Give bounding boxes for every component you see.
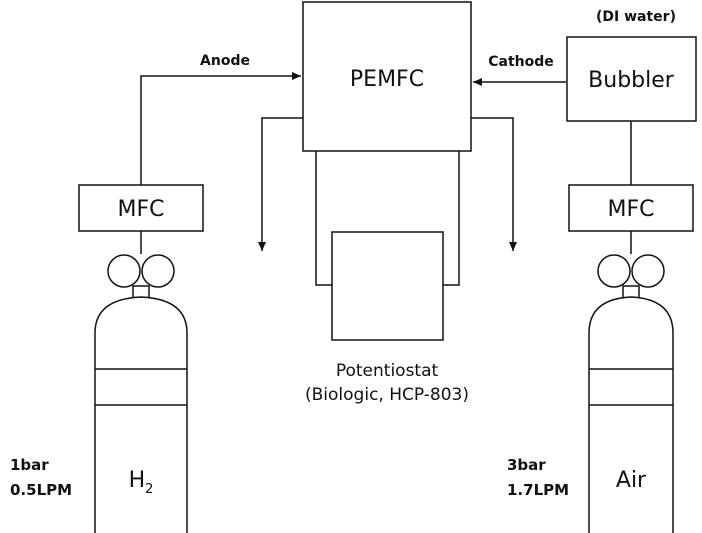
anode-outlet-arrow <box>258 117 303 251</box>
potentiostat-name: Potentiostat <box>336 361 439 381</box>
right-gas-cylinder-icon <box>588 254 674 533</box>
cathode-outlet-arrow <box>471 117 517 251</box>
potentiostat-model: (Biologic, HCP-803) <box>305 385 469 405</box>
right-cylinder-gas-label: Air <box>616 468 647 493</box>
potentiostat-left-lead <box>315 151 332 286</box>
left-mfc-label: MFC <box>118 197 165 222</box>
right-mfc-label: MFC <box>608 197 655 222</box>
bubbler-label: Bubbler <box>588 68 675 93</box>
anode-line <box>140 72 301 185</box>
potentiostat-right-lead <box>443 151 460 286</box>
right-pressure-label: 3bar <box>507 456 546 474</box>
left-mfc-box <box>78 184 204 232</box>
bubbler-note: (DI water) <box>596 9 676 25</box>
pemfc-label: PEMFC <box>350 67 424 92</box>
potentiostat-box <box>331 231 444 341</box>
bubbler-box <box>566 36 697 122</box>
right-flow-label: 1.7LPM <box>507 481 569 499</box>
left-flow-label: 0.5LPM <box>10 481 72 499</box>
left-gas-cylinder-icon <box>94 254 188 533</box>
left-pressure-label: 1bar <box>10 456 49 474</box>
cathode-label: Cathode <box>488 54 554 70</box>
anode-label: Anode <box>200 53 250 69</box>
pemfc-box <box>302 1 472 152</box>
left-cylinder-gas-label: H2 <box>129 468 154 497</box>
